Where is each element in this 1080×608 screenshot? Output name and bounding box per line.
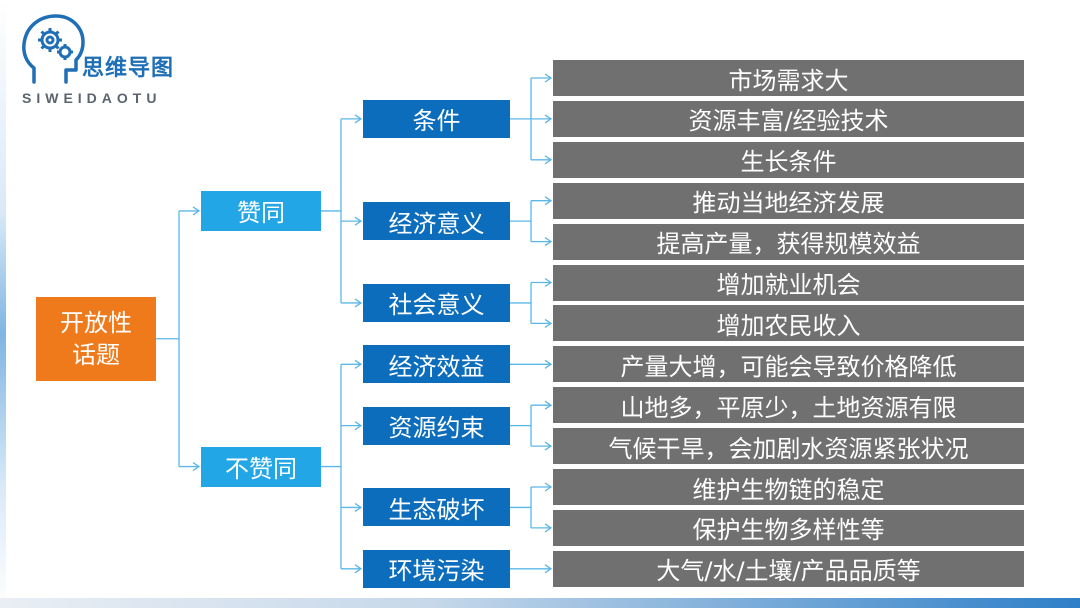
subtopic-node: 社会意义 — [363, 283, 510, 322]
leaf-node: 推动当地经济发展 — [553, 182, 1024, 219]
subtopic-node: 条件 — [363, 99, 510, 138]
arrow-head — [544, 155, 553, 165]
arrow-head — [354, 298, 363, 308]
arrow-head — [544, 359, 553, 369]
logo: 思维导图 SIWEIDAOTU — [16, 10, 206, 106]
arrow-head — [354, 216, 363, 226]
arrow-head — [544, 114, 553, 124]
branch-node: 赞同 — [201, 190, 321, 231]
logo-title: 思维导图 — [82, 56, 175, 81]
branch-node: 不赞同 — [201, 446, 321, 487]
arrow-head — [544, 277, 553, 288]
leaf-node: 增加农民收入 — [553, 305, 1024, 342]
leaf-node: 增加就业机会 — [553, 264, 1024, 301]
arrow-head — [544, 237, 553, 247]
leaf-node: 生长条件 — [553, 141, 1024, 178]
arrow-head — [354, 114, 363, 124]
arrow-head — [354, 502, 363, 512]
root-node: 开放性话题 — [36, 296, 156, 381]
leaf-node: 资源丰富/经验技术 — [553, 100, 1024, 137]
arrow-head — [544, 523, 553, 533]
subtopic-node: 生态破坏 — [363, 488, 510, 527]
arrow-head — [192, 206, 201, 216]
leaf-node: 维护生物链的稳定 — [553, 469, 1024, 505]
subtopic-node: 资源约束 — [363, 406, 510, 445]
arrow-head — [544, 482, 553, 492]
leaf-node: 产量大增，可能会导致价格降低 — [553, 346, 1024, 383]
arrow-head — [192, 462, 201, 472]
leaf-node: 保护生物多样性等 — [553, 509, 1024, 546]
arrow-head — [544, 564, 553, 574]
arrow-head — [544, 73, 553, 83]
subtopic-node: 环境污染 — [363, 549, 510, 588]
leaf-node: 气候干旱，会加剧水资源紧张状况 — [553, 428, 1024, 465]
arrow-head — [354, 421, 363, 431]
arrow-head — [544, 318, 553, 328]
leaf-node: 提高产量，获得规模效益 — [553, 223, 1024, 260]
arrow-head — [354, 564, 363, 574]
leaf-node: 市场需求大 — [553, 60, 1024, 96]
logo-subtitle: SIWEIDAOTU — [22, 90, 162, 106]
head-with-gears-icon — [22, 14, 85, 84]
leaf-node: 山地多，平原少，土地资源有限 — [553, 387, 1024, 424]
arrow-head — [544, 441, 553, 451]
leaf-node: 大气/水/土壤/产品品质等 — [553, 550, 1024, 587]
left-edge-decoration — [0, 0, 6, 608]
subtopic-node: 经济意义 — [363, 202, 510, 241]
arrow-head — [544, 196, 553, 206]
subtopic-node: 经济效益 — [363, 345, 510, 384]
bottom-decoration-band — [0, 598, 1080, 608]
arrow-head — [544, 400, 553, 410]
arrow-head — [354, 359, 363, 369]
